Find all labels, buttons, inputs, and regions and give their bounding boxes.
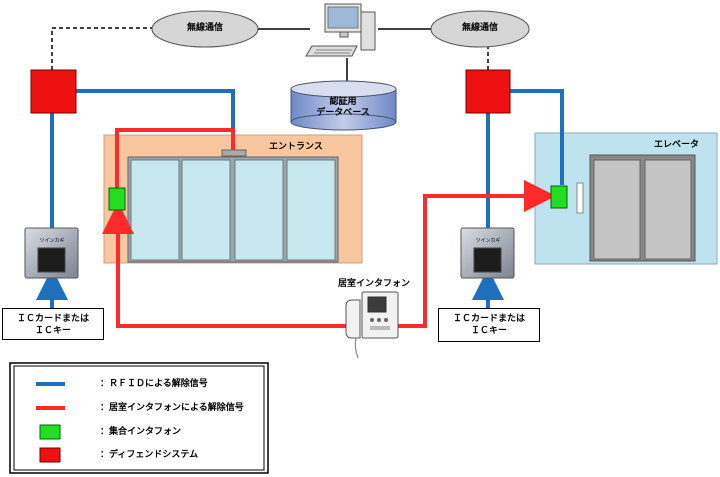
computer-icon	[305, 3, 376, 57]
wireless-label-right: 無線通信	[461, 23, 498, 33]
intercom-signal-lines	[102, 128, 556, 328]
card-reader-icon	[24, 227, 515, 279]
database-label: 認証用 データベース	[316, 97, 370, 118]
entrance-label: エントランス	[269, 142, 323, 152]
legend-label-rfid: ：ＲＦＩＤによる解除信号	[100, 379, 208, 389]
card-box-right: ＩＣカードまたは ＩＣキー	[438, 308, 540, 342]
legend-label-collective: ：集合インタフォン	[100, 427, 182, 437]
wireless-link-left	[51, 27, 155, 70]
collective-intercom-entrance	[108, 187, 126, 211]
legend-frame-inner	[13, 365, 265, 471]
entrance-doors	[127, 149, 339, 263]
collective-intercom-elevator	[550, 185, 568, 209]
defend-system-left	[30, 69, 77, 114]
elevator-call-plate	[576, 182, 584, 214]
legend-frame-outer	[9, 362, 269, 474]
legend-swatch-defend	[39, 447, 61, 463]
elevator-doors	[589, 154, 696, 262]
wireless-label-left: 無線通信	[186, 23, 223, 33]
intercom-phone-icon	[345, 291, 399, 359]
reader-brand-left: ツインカギ	[39, 238, 65, 244]
legend-swatch-collective	[39, 424, 61, 440]
legend-label-intercom: ：居室インタフォンによる解除信号	[100, 403, 244, 413]
card-box-left: ＩＣカードまたは ＩＣキー	[2, 308, 104, 340]
intercom-label: 居室インタフォン	[338, 279, 411, 289]
database-icon	[290, 80, 397, 131]
legend-label-defend: ：ディフェンドシステム	[100, 450, 199, 460]
reader-brand-right: ツインカギ	[475, 238, 501, 244]
elevator-label: エレベータ	[654, 140, 700, 150]
defend-system-right	[465, 69, 511, 114]
